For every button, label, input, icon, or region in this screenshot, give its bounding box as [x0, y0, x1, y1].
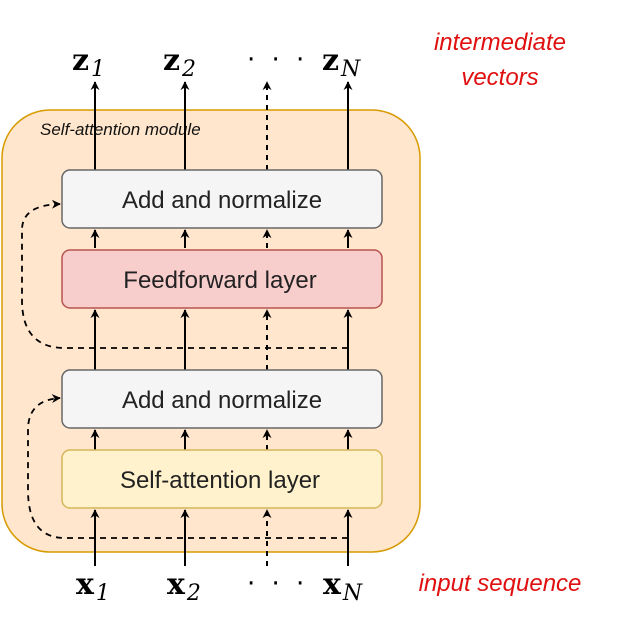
sa-to-addnorm-arrows [90, 429, 353, 450]
intermediate-vectors-label-line1: intermediate [434, 29, 566, 56]
feedforward-layer-label: Feedforward layer [123, 267, 316, 294]
output-arrows [90, 81, 353, 170]
module-label: Self-attention module [40, 120, 201, 139]
self-attention-layer-box [61, 449, 383, 509]
ff-to-addnorm-arrows [90, 229, 353, 248]
add-normalize-top-box [61, 169, 383, 229]
self-attention-layer-label: Self-attention layer [120, 467, 320, 494]
feedforward-layer-box [61, 249, 383, 309]
addnorm-to-ff-arrows [90, 309, 353, 370]
add-normalize-bottom-label: Add and normalize [122, 387, 322, 414]
output-z1: z1 [72, 43, 105, 82]
input-x1: x1 [76, 567, 110, 606]
output-z2: z2 [163, 43, 196, 82]
input-sequence-label: input sequence [419, 570, 582, 597]
residual-connections [21, 199, 348, 539]
residual-top [21, 199, 348, 349]
add-normalize-top-label: Add and normalize [122, 187, 322, 214]
input-x2: x2 [167, 567, 201, 606]
input-ellipsis: · · · [247, 569, 308, 599]
output-ellipsis: · · · [247, 45, 308, 75]
residual-bottom [27, 394, 348, 539]
output-zN: zN [322, 43, 361, 82]
intermediate-vectors-label-line2: vectors [461, 64, 538, 91]
input-xN: xN [323, 567, 363, 606]
add-normalize-bottom-box [61, 369, 383, 429]
